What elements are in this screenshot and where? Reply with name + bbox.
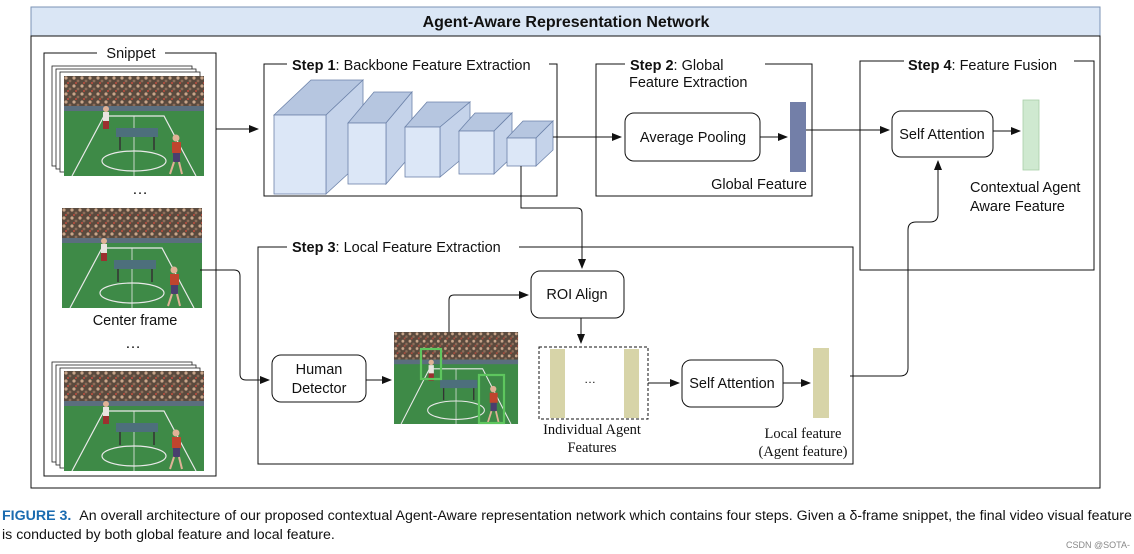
- snippet-ellipsis-bottom: …: [125, 335, 141, 352]
- detected-frame-image: [393, 331, 519, 425]
- figure-caption: FIGURE 3. An overall architecture of our…: [2, 507, 1132, 545]
- local-feature-label-line2: (Agent feature): [759, 444, 848, 460]
- human-detector-label-line1: Human: [296, 362, 343, 378]
- connectors: [200, 125, 1021, 387]
- roi-align-node: [530, 270, 625, 319]
- contextual-feature-label-line1: Contextual Agent: [970, 180, 1080, 196]
- step2-title-line2: Feature Extraction: [629, 75, 747, 91]
- agent-features-ellipsis: …: [584, 372, 596, 386]
- arrow-backbone-to-roi: [520, 166, 586, 269]
- fusion-self-attention-node: [891, 110, 994, 158]
- roi-align-label: ROI Align: [546, 287, 607, 303]
- snippet-ellipsis-top: …: [132, 181, 148, 198]
- contextual-feature-bar: [1022, 99, 1040, 171]
- agent-feature-bar-2: [624, 349, 639, 418]
- center-frame-label: Center frame: [93, 313, 178, 329]
- global-feature-bar: [790, 102, 806, 172]
- outer-frame: [30, 35, 1101, 489]
- arrow-center-to-detector: [200, 269, 270, 384]
- agent-features-label-line1: Individual Agent: [543, 422, 641, 438]
- detection-box-near: [419, 347, 443, 381]
- local-feature-bar: [813, 348, 829, 418]
- average-pooling-label: Average Pooling: [640, 130, 746, 146]
- caption-text: An overall architecture of our proposed …: [2, 508, 1132, 543]
- snippet-frame-stack-top: [51, 65, 205, 177]
- human-detector-node: [271, 354, 367, 403]
- global-feature-label: Global Feature: [711, 177, 807, 193]
- detection-box-far: [477, 373, 506, 425]
- fusion-self-attention-label: Self Attention: [899, 127, 984, 143]
- title-bar: [30, 6, 1101, 37]
- watermark: CSDN @SOTA-: [1066, 540, 1130, 550]
- step4-title: Step 4: Feature Fusion: [908, 58, 1057, 74]
- backbone-cnn: [272, 79, 554, 195]
- agent-features-label-line2: Features: [567, 440, 616, 456]
- step2-title: Step 2: Global: [630, 58, 724, 74]
- diagram-title: Agent-Aware Representation Network: [423, 14, 710, 31]
- agent-feature-bar-1: [550, 349, 565, 418]
- local-self-attention-label: Self Attention: [689, 376, 774, 392]
- step4-box: [859, 60, 1095, 271]
- step3-title: Step 3: Local Feature Extraction: [292, 240, 501, 256]
- center-frame-image: [61, 207, 203, 309]
- local-feature-label-line1: Local feature: [765, 426, 842, 442]
- step1-title: Step 1: Backbone Feature Extraction: [292, 58, 531, 74]
- arrow-frame-to-roi: [448, 291, 529, 332]
- contextual-feature-label-line2: Aware Feature: [970, 199, 1065, 215]
- step3-box: [257, 246, 854, 465]
- caption-label: FIGURE 3.: [2, 508, 72, 524]
- snippet-frame-stack-bottom: [51, 361, 205, 472]
- arrow-local-to-fusion: [850, 160, 942, 377]
- human-detector-label-line2: Detector: [292, 381, 347, 397]
- snippet-label: Snippet: [106, 46, 155, 62]
